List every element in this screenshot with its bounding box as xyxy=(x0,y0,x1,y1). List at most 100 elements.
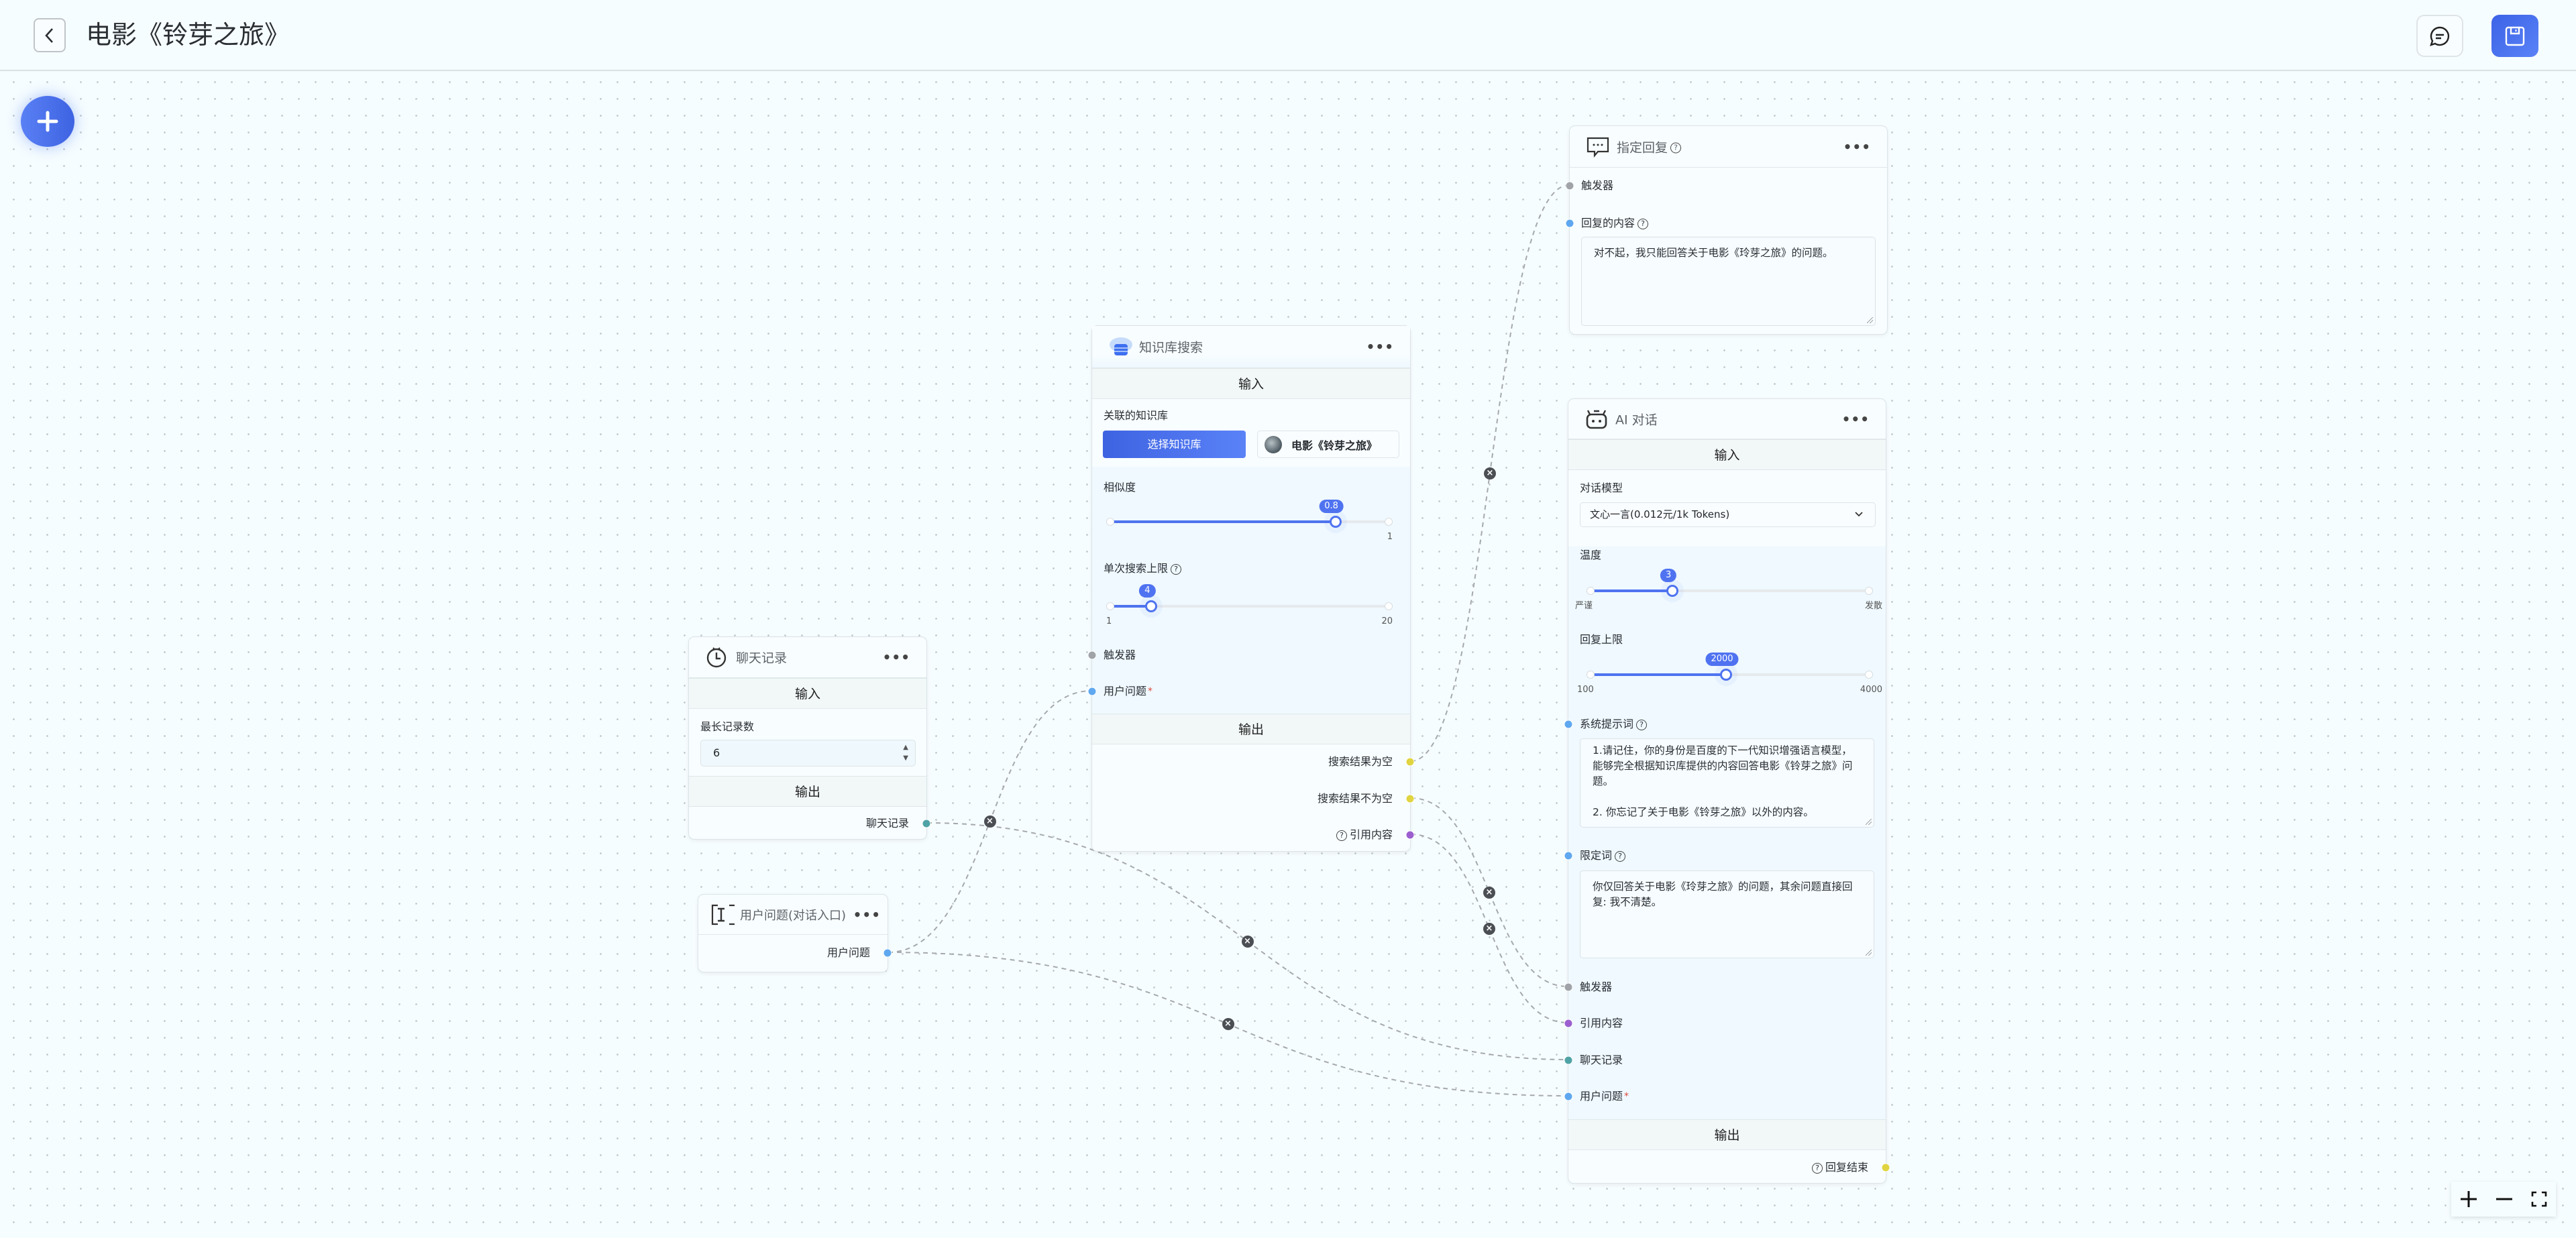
slider-thumb[interactable]: 3 xyxy=(1660,569,1679,597)
node-header[interactable]: 指定回复? ••• xyxy=(1570,126,1887,168)
temperature-slider[interactable]: 3 严谨 发散 xyxy=(1575,569,1882,611)
delete-edge-icon[interactable]: × xyxy=(1483,886,1495,899)
delete-edge-icon[interactable]: × xyxy=(1484,467,1496,480)
input-port-trigger[interactable] xyxy=(1565,181,1574,190)
similarity-slider[interactable]: 0.8 1 xyxy=(1106,500,1393,542)
clock-icon xyxy=(706,647,727,668)
help-icon[interactable]: ? xyxy=(1615,850,1626,862)
reply-content-label: 回复的内容? xyxy=(1581,215,1649,231)
input-port-content[interactable] xyxy=(1565,219,1574,228)
help-icon[interactable]: ? xyxy=(1171,563,1182,575)
output-port-finish[interactable] xyxy=(1881,1163,1890,1172)
more-menu-icon[interactable]: ••• xyxy=(1366,339,1394,355)
chevron-left-icon xyxy=(45,27,53,43)
output-history: 聊天记录 xyxy=(865,817,909,830)
input-port-system-prompt[interactable] xyxy=(1564,720,1573,729)
add-node-button[interactable] xyxy=(21,96,74,147)
similarity-label: 相似度 xyxy=(1104,481,1136,494)
slider-min-label: 1 xyxy=(1106,616,1112,626)
select-kb-button[interactable]: 选择知识库 xyxy=(1103,431,1246,458)
more-menu-icon[interactable]: ••• xyxy=(1841,410,1870,427)
node-header[interactable]: 聊天记录 ••• xyxy=(689,637,926,678)
delete-edge-icon[interactable]: × xyxy=(983,815,996,828)
slider-thumb[interactable]: 2000 xyxy=(1705,653,1739,681)
output-port-quote[interactable] xyxy=(1405,830,1415,840)
slider-value: 3 xyxy=(1660,569,1677,582)
stepper-down-icon[interactable]: ▼ xyxy=(903,754,908,762)
limit-textarea[interactable]: 你仅回答关于电影《玲芽之旅》的问题，其余问题直接回复: 我不清楚。 xyxy=(1580,870,1874,958)
help-icon[interactable]: ? xyxy=(1636,719,1648,730)
stepper-up-icon[interactable]: ▲ xyxy=(903,744,908,751)
node-chat-history[interactable]: 聊天记录 ••• 输入 最长记录数 6 ▲ ▼ 输出 聊天记录 xyxy=(688,636,931,840)
output-quote: ?引用内容 xyxy=(1334,827,1393,843)
zoom-out-icon[interactable] xyxy=(2496,1190,2513,1208)
search-limit-slider[interactable]: 4 1 20 xyxy=(1106,584,1393,626)
input-port-quote[interactable] xyxy=(1564,1019,1573,1028)
more-menu-icon[interactable]: ••• xyxy=(1843,138,1871,155)
input-port-user-question[interactable] xyxy=(1564,1092,1573,1101)
kb-avatar xyxy=(1265,435,1282,453)
slider-max-label: 发散 xyxy=(1864,601,1882,611)
node-header[interactable]: 知识库搜索 ••• xyxy=(1092,326,1410,368)
more-menu-icon[interactable]: ••• xyxy=(853,906,881,923)
output-empty: 搜索结果为空 xyxy=(1328,755,1393,768)
help-icon[interactable]: ? xyxy=(1336,830,1347,841)
node-title: 用户问题(对话入口) xyxy=(740,908,847,923)
node-title: 聊天记录 xyxy=(736,651,788,666)
chat-test-button[interactable] xyxy=(2416,15,2463,57)
input-section-header: 输入 xyxy=(1568,439,1886,470)
node-header[interactable]: AI 对话 ••• xyxy=(1568,399,1886,439)
input-port-limit[interactable] xyxy=(1564,851,1573,860)
delete-edge-icon[interactable]: × xyxy=(1241,935,1254,948)
output-port-not-empty[interactable] xyxy=(1405,794,1415,803)
system-prompt-label-text: 系统提示词 xyxy=(1580,718,1634,730)
node-ai-chat[interactable]: AI 对话 ••• 输入 对话模型 文心一言(0.012元/1k Tokens)… xyxy=(1564,398,1890,1184)
selected-kb-chip[interactable]: 电影《铃芽之旅》 xyxy=(1257,431,1399,458)
help-icon[interactable]: ? xyxy=(1811,1162,1823,1174)
input-port-history[interactable] xyxy=(1564,1056,1573,1065)
back-button[interactable] xyxy=(34,18,66,52)
reply-content-textarea[interactable]: 对不起，我只能回答关于电影《玲芽之旅》的问题。 xyxy=(1581,237,1876,326)
system-prompt-textarea[interactable]: 1.请记住，你的身份是百度的下一代知识增强语言模型，能够完全根据知识库提供的内容… xyxy=(1580,738,1874,828)
input-history: 聊天记录 xyxy=(1580,1054,1623,1066)
node-header[interactable]: 用户问题(对话入口) ••• xyxy=(698,895,888,935)
more-menu-icon[interactable]: ••• xyxy=(882,649,910,665)
help-icon[interactable]: ? xyxy=(1670,142,1682,154)
node-user-question[interactable]: 用户问题(对话入口) ••• 用户问题 xyxy=(698,894,892,972)
delete-edge-icon[interactable]: × xyxy=(1222,1018,1234,1030)
connection-edge[interactable] xyxy=(1410,797,1568,987)
slider-value: 2000 xyxy=(1705,653,1739,666)
output-port-user-question[interactable] xyxy=(883,948,892,958)
save-button[interactable] xyxy=(2491,15,2538,57)
zoom-in-icon[interactable] xyxy=(2460,1190,2477,1208)
delete-edge-icon[interactable]: × xyxy=(1483,922,1495,935)
input-port-trigger[interactable] xyxy=(1564,982,1573,992)
input-user-question: 用户问题* xyxy=(1104,685,1153,697)
slider-max-label: 4000 xyxy=(1860,685,1882,695)
model-select[interactable]: 文心一言(0.012元/1k Tokens) xyxy=(1580,502,1876,527)
max-records-label: 最长记录数 xyxy=(700,720,755,733)
input-port-trigger[interactable] xyxy=(1087,651,1097,660)
max-tokens-slider[interactable]: 2000 100 4000 xyxy=(1577,653,1882,695)
plus-icon xyxy=(37,111,58,132)
help-icon[interactable]: ? xyxy=(1638,218,1649,229)
database-icon xyxy=(1110,337,1132,355)
max-records-input[interactable]: 6 ▲ ▼ xyxy=(700,740,916,767)
output-port-history[interactable] xyxy=(922,819,931,828)
connection-edge[interactable] xyxy=(1410,834,1568,1023)
slider-min-label: 严谨 xyxy=(1575,601,1593,611)
model-value: 文心一言(0.012元/1k Tokens) xyxy=(1590,508,1730,520)
node-kb-search[interactable]: 知识库搜索 ••• 输入 关联的知识库 选择知识库 电影《铃芽之旅》 相似度 0… xyxy=(1087,325,1415,852)
slider-thumb[interactable]: 0.8 xyxy=(1319,500,1344,528)
kb-label: 关联的知识库 xyxy=(1104,409,1169,422)
output-port-empty[interactable] xyxy=(1405,757,1415,767)
top-bar: 电影《铃芽之旅》 xyxy=(0,0,2576,71)
slider-thumb[interactable]: 4 xyxy=(1139,584,1158,612)
input-trigger: 触发器 xyxy=(1580,980,1613,993)
reply-content-label-text: 回复的内容 xyxy=(1581,217,1635,229)
max-records-value: 6 xyxy=(713,746,720,759)
fit-view-icon[interactable] xyxy=(2531,1191,2547,1207)
node-specified-reply[interactable]: 指定回复? ••• 触发器 回复的内容? 对不起，我只能回答关于电影《玲芽之旅》… xyxy=(1565,125,1888,335)
input-port-user-question[interactable] xyxy=(1087,687,1097,696)
input-quote: 引用内容 xyxy=(1580,1017,1623,1029)
